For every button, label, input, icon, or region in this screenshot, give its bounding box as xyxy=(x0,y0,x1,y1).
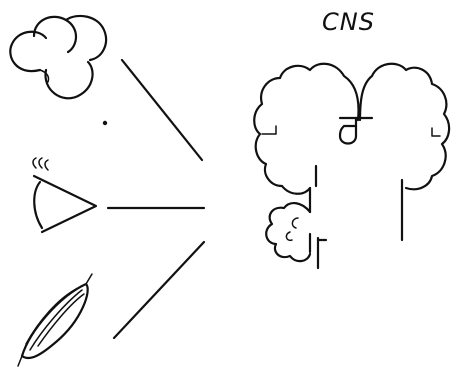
dot-mark xyxy=(103,121,107,125)
eye-icon xyxy=(33,158,96,232)
line-receptor-to-cns xyxy=(122,60,202,160)
brain-spinal-cord-icon xyxy=(254,64,449,268)
cns-label: CNS xyxy=(322,8,375,36)
input-lines xyxy=(108,60,204,338)
muscle-icon xyxy=(18,274,92,366)
three-loop-receptor-icon xyxy=(10,16,107,125)
line-muscle-to-cns xyxy=(114,242,204,338)
